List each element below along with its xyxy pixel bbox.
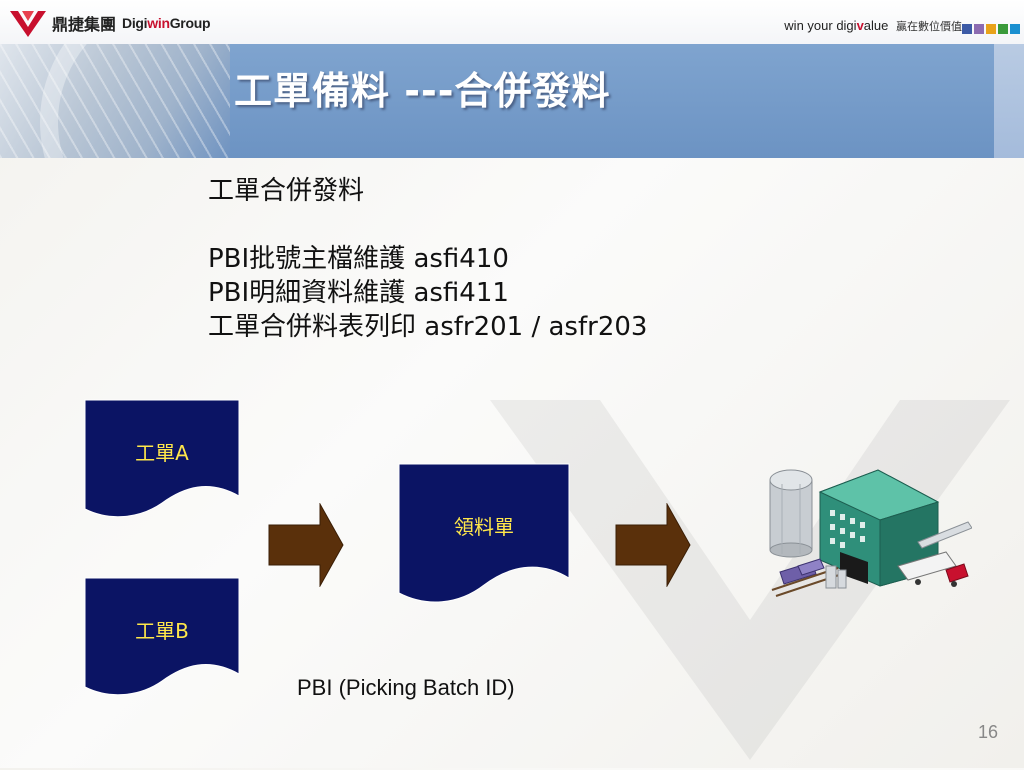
top-bar: 鼎捷集團 DigiwinGroup win your digivalue 贏在數… (0, 0, 1024, 45)
document-b-label: 工單B (135, 619, 189, 643)
slogan-chinese: 贏在數位價值 (896, 20, 962, 33)
document-picking-list-label: 領料單 (454, 515, 514, 539)
square-5 (1010, 24, 1020, 34)
document-picking-list: 領料單 (398, 463, 570, 609)
document-b: 工單B (84, 577, 240, 701)
body-text: 工單合併發料 PBI批號主檔維護 asfi410 PBI明細資料維護 asfi4… (208, 174, 647, 344)
document-a-shape (84, 399, 240, 518)
banner-accent (994, 44, 1024, 158)
body-line-4: 工單合併料表列印 asfr201 / asfr203 (208, 312, 648, 342)
color-squares (962, 24, 1020, 34)
document-a-label: 工單A (135, 441, 189, 465)
document-picking-list-shape (398, 463, 570, 603)
body-line-1: 工單合併發料 (208, 176, 365, 206)
square-3 (986, 24, 996, 34)
square-1 (962, 24, 972, 34)
pbi-caption: PBI (Picking Batch ID) (297, 675, 515, 700)
arrow-right-icon (268, 503, 344, 587)
arrow-right-icon (615, 503, 691, 587)
logo-english-name: DigiwinGroup (122, 15, 211, 31)
warehouse-icon (769, 469, 972, 597)
logo: 鼎捷集團 DigiwinGroup (8, 6, 210, 40)
logo-chinese-name: 鼎捷集團 (52, 15, 117, 34)
digiwin-logo-icon (10, 11, 46, 37)
document-b-shape (84, 577, 240, 696)
body-line-2: PBI批號主檔維護 asfi410 (208, 244, 509, 274)
page-number: 16 (977, 722, 998, 742)
slogan: win your digivalue 贏在數位價值 (784, 18, 962, 33)
document-a: 工單A (84, 399, 240, 523)
slide-title: 工單備料 ---合併發料 (234, 69, 611, 113)
title-banner (0, 44, 1024, 158)
body-line-3: PBI明細資料維護 asfi411 (208, 278, 509, 308)
square-2 (974, 24, 984, 34)
staircase-photo (0, 44, 230, 158)
square-4 (998, 24, 1008, 34)
